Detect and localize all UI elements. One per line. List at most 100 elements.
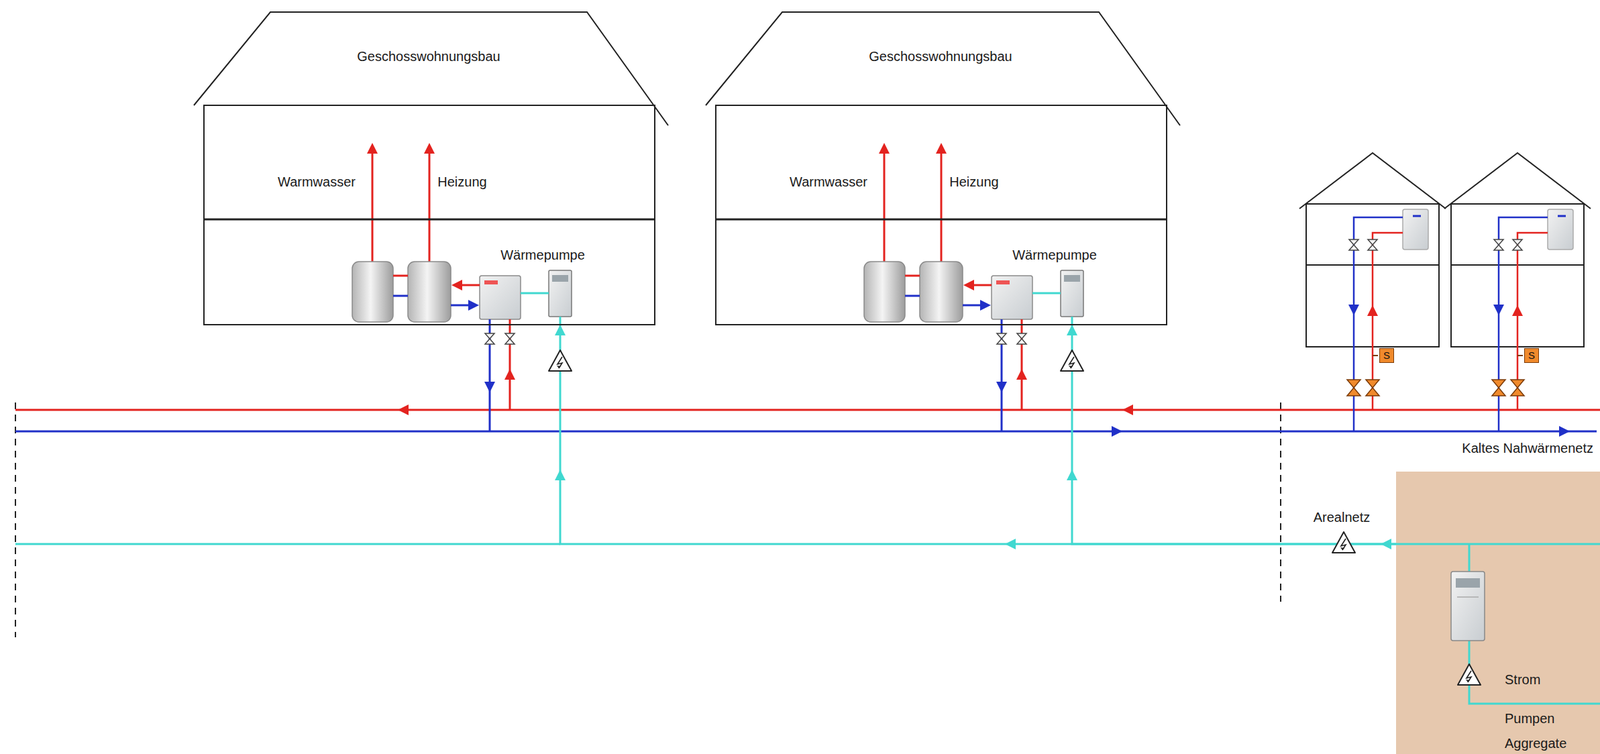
building-equipment <box>451 279 463 291</box>
building-equipment <box>423 142 435 154</box>
boundary-line <box>15 402 1281 638</box>
tank-pipe <box>393 295 408 298</box>
valve-symbol <box>1365 379 1380 396</box>
valve-symbol <box>505 333 515 345</box>
heat-pump <box>1402 209 1429 250</box>
plant-label: Pumpen <box>1504 711 1556 726</box>
power-symbol <box>1060 350 1084 371</box>
power-connector <box>560 324 1397 545</box>
flow-arrow <box>397 404 409 416</box>
plant-box: StromPumpenAggregate <box>1396 471 1600 754</box>
device-label: Wärmepumpe <box>1012 247 1097 263</box>
heat-pump <box>1412 215 1421 218</box>
control-cabinet <box>552 275 569 282</box>
plant-label: Aggregate <box>1504 735 1567 751</box>
plant-equipment <box>1396 544 1600 704</box>
power-symbol <box>548 350 572 371</box>
sensor-letter: S <box>1383 350 1391 362</box>
single-family-house <box>1367 305 1378 316</box>
boundary-line <box>14 402 17 638</box>
network-label: Kaltes Nahwärmenetz <box>1461 440 1594 456</box>
building-equipment <box>366 142 378 154</box>
network-pipe <box>15 409 1600 412</box>
power-line <box>520 292 549 295</box>
hot-water-riser <box>372 152 430 262</box>
single-family-house <box>1348 304 1360 316</box>
supply-pipe <box>1372 232 1403 410</box>
power-arrow <box>554 469 1392 550</box>
house-outline <box>203 105 655 325</box>
plant-equipment <box>1468 544 1471 572</box>
building-equipment <box>352 142 572 432</box>
grid-label: Arealnetz <box>1313 509 1371 525</box>
heat-pump <box>484 280 498 285</box>
flow-arrow <box>1122 404 1134 416</box>
valve-symbol <box>1349 239 1359 251</box>
building-equipment <box>468 299 479 311</box>
power-connector <box>1072 324 1397 545</box>
flow-arrow <box>1111 425 1123 437</box>
building-equipment <box>484 381 496 393</box>
control-cabinet <box>548 270 572 317</box>
device-label: Wärmepumpe <box>500 247 585 263</box>
valve-symbol <box>1367 239 1378 251</box>
house-outline <box>193 12 669 126</box>
sensor-box: S <box>1524 348 1539 363</box>
building-title: Geschosswohnungsbau <box>356 48 500 64</box>
building-equipment <box>864 142 1084 432</box>
plant-equipment <box>1451 571 1485 641</box>
plant-equipment <box>1455 578 1480 588</box>
return-pipe <box>1353 217 1403 432</box>
building-box: GeschosswohnungsbauWarmwasser HeizungWärm… <box>705 12 1181 325</box>
pipe-label: Warmwasser <box>789 174 868 190</box>
pipe-label: Heizung <box>949 174 999 190</box>
power-arrow <box>554 469 566 481</box>
plant-equipment <box>1396 543 1600 546</box>
house-outline <box>715 218 1167 221</box>
plant-equipment <box>1469 640 1600 704</box>
flow-arrow <box>397 404 1570 437</box>
tank-pipe <box>393 275 408 278</box>
sensor-letter: S <box>1528 350 1535 362</box>
plant-label: Strom <box>1504 672 1541 687</box>
heat-pump <box>479 275 521 320</box>
house-roof <box>1299 152 1446 209</box>
single-family-house <box>1299 152 1446 432</box>
hot-water-riser <box>428 152 431 262</box>
network-pipe <box>15 409 1600 432</box>
pipe-label: Heizung <box>437 174 487 190</box>
pipe-label: Warmwasser <box>277 174 356 190</box>
power-arrow <box>1066 469 1078 481</box>
power-line <box>15 543 561 546</box>
power-line <box>559 316 562 325</box>
sensor-box: S <box>1379 348 1395 363</box>
plant-room <box>1396 471 1600 754</box>
house-outline <box>715 105 1167 325</box>
storage-tank <box>352 261 394 323</box>
power-symbol <box>548 350 1481 685</box>
building-equipment <box>504 368 516 380</box>
building-title: Geschosswohnungsbau <box>868 48 1012 64</box>
boundary-line <box>1280 402 1282 602</box>
power-symbol <box>1332 531 1356 553</box>
plant-equipment <box>1457 596 1479 598</box>
network-pipe <box>15 430 1597 433</box>
sensor-lead <box>1372 354 1378 357</box>
power-arrow <box>1380 538 1392 550</box>
house-outline <box>203 218 655 221</box>
valve-symbol <box>485 333 495 345</box>
hp-pipe <box>450 304 470 307</box>
storage-tank <box>407 261 451 323</box>
single-family-house <box>1444 152 1591 432</box>
flow-arrow <box>1559 425 1570 437</box>
building-box: GeschosswohnungsbauWarmwasser HeizungWärm… <box>193 12 669 325</box>
hp-pipe <box>461 284 480 287</box>
power-arrow <box>1004 538 1016 550</box>
hot-water-riser <box>371 152 374 262</box>
power-symbol <box>1457 664 1481 685</box>
house-outline <box>705 12 1181 126</box>
valve-symbol <box>1347 379 1361 396</box>
